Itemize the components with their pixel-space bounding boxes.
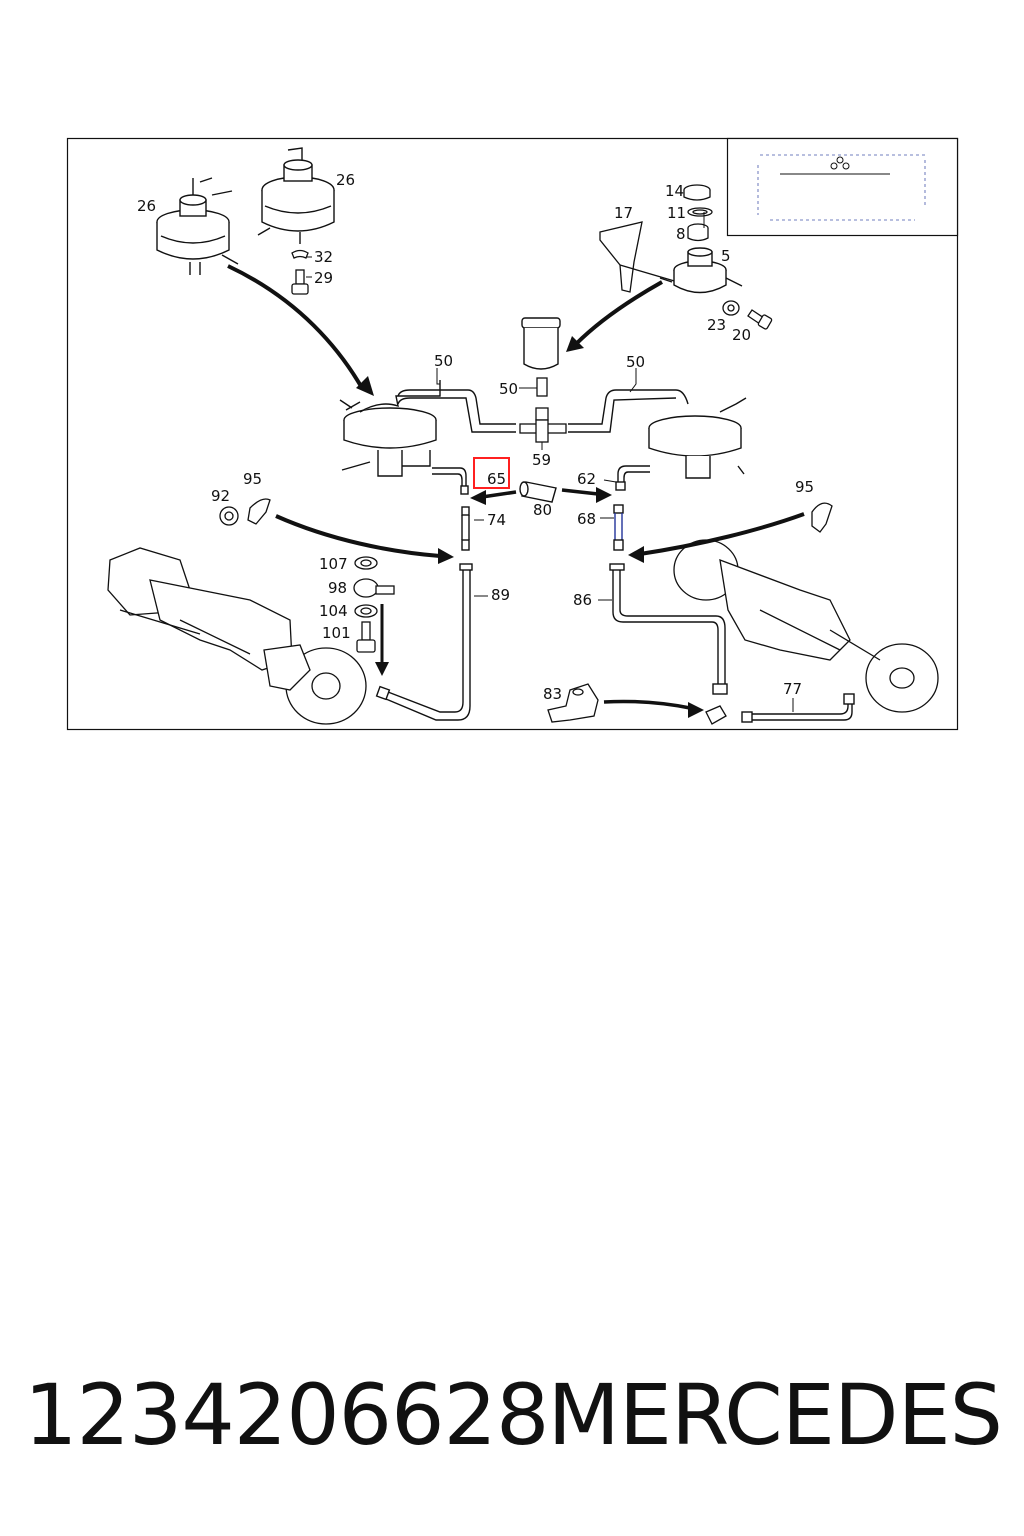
cap-14: [683, 184, 711, 201]
callout-74: 74: [487, 511, 506, 529]
callout-65-highlight: [473, 457, 510, 489]
hose-50-left: [397, 389, 516, 433]
reservoir-center: [521, 317, 561, 370]
washer-23: [722, 300, 740, 316]
seal-11: [687, 207, 713, 217]
callout-20: 20: [732, 326, 751, 344]
callout-62: 62: [577, 470, 596, 488]
reservoir-26-right: [257, 147, 335, 244]
callout-65: 65: [487, 470, 506, 488]
callout-107: 107: [319, 555, 348, 573]
callout-14: 14: [665, 182, 684, 200]
inset-locator-map: [726, 137, 959, 237]
clip-32: [291, 249, 309, 259]
washer-104: [354, 604, 378, 618]
pipe-77: [741, 693, 855, 723]
pipe-62: [615, 465, 650, 491]
reservoir-5: [659, 247, 743, 294]
pipe-68: [613, 504, 624, 551]
part-number: 1234206628: [24, 1366, 549, 1464]
callout-77: 77: [783, 680, 802, 698]
pipe-65: [432, 467, 469, 495]
clip-95-right: [811, 502, 833, 533]
banjo-fitting-98: [353, 578, 395, 598]
callout-5: 5: [721, 247, 731, 265]
pipe-86: [609, 563, 728, 695]
bracket-83: [547, 683, 599, 723]
banjo-bolt-101: [356, 621, 376, 653]
washer-92: [219, 506, 239, 526]
callout-104: 104: [319, 602, 348, 620]
bolt-29: [291, 269, 309, 295]
callout-59: 59: [532, 451, 551, 469]
callout-leaders: [306, 212, 794, 712]
arrowheads: [356, 336, 704, 718]
callout-98: 98: [328, 579, 347, 597]
part-footer: 1234206628 MERCEDES: [0, 1360, 1024, 1470]
clip-95-left: [247, 498, 271, 525]
callout-11: 11: [667, 204, 686, 222]
callout-50-right: 50: [626, 353, 645, 371]
washer-107: [354, 556, 378, 570]
filter-8: [687, 223, 709, 242]
callout-29: 29: [314, 269, 333, 287]
callout-50-center: 50: [499, 380, 518, 398]
callout-83: 83: [543, 685, 562, 703]
callout-80: 80: [533, 501, 552, 519]
callout-95-left: 95: [243, 470, 262, 488]
callout-89: 89: [491, 586, 510, 604]
callout-92: 92: [211, 487, 230, 505]
callout-101: 101: [322, 624, 351, 642]
parts-diagram: 26 26 32 29 14 11 8 17 5 23 20 50 50 50 …: [66, 137, 959, 731]
brand-name: MERCEDES: [547, 1366, 1003, 1464]
rear-axle-right: [673, 539, 939, 713]
bolt-20: [747, 309, 773, 330]
callout-8: 8: [676, 225, 686, 243]
callout-17: 17: [614, 204, 633, 222]
pressure-converter-right: [648, 397, 747, 479]
callout-26-right: 26: [336, 171, 355, 189]
fitting-83-target: [705, 705, 727, 725]
callout-86: 86: [573, 591, 592, 609]
hose-50-right: [568, 389, 689, 433]
front-axle-left: [107, 547, 367, 725]
callout-68: 68: [577, 510, 596, 528]
callout-23: 23: [707, 316, 726, 334]
callout-95-right: 95: [795, 478, 814, 496]
t-connector-59: [519, 407, 567, 443]
connector-80: [519, 481, 557, 503]
pipe-74: [461, 506, 470, 551]
callout-32: 32: [314, 248, 333, 266]
arrows: [227, 264, 805, 710]
callout-26-left: 26: [137, 197, 156, 215]
diagram-frame: [66, 137, 959, 731]
pipe-89: [375, 563, 473, 721]
hose-50-short: [536, 377, 548, 397]
pressure-converter-left: [339, 380, 441, 477]
reservoir-26-left: [156, 177, 239, 275]
callout-50-left: 50: [434, 352, 453, 370]
